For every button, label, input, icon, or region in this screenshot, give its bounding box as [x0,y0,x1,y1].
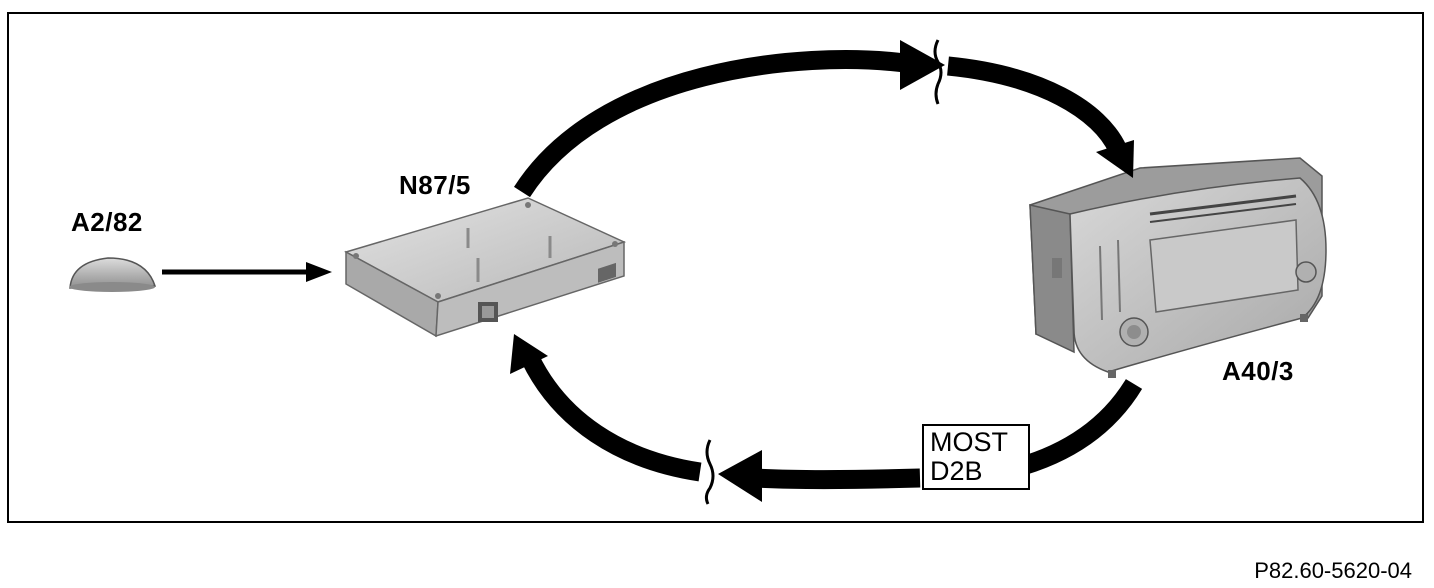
antenna-signal-arrow [162,262,332,282]
upper-ring-arrow [514,35,1134,198]
head-unit-icon [1029,157,1327,378]
navigation-module-icon [344,197,627,338]
lower-ring-arrow [510,334,1143,505]
figure-reference-id: P82.60-5620-04 [1254,558,1412,583]
gps-antenna-icon [69,257,157,292]
navigation-module-label: N87/5 [399,170,471,200]
gps-antenna-label: A2/82 [71,207,143,237]
bus-type-label-box: MOST D2B [922,424,1030,490]
bus-type-line-1: MOST [930,427,1008,457]
bus-type-line-2: D2B [930,456,983,486]
head-unit-label: A40/3 [1222,356,1294,386]
diagram-frame [7,12,1424,523]
